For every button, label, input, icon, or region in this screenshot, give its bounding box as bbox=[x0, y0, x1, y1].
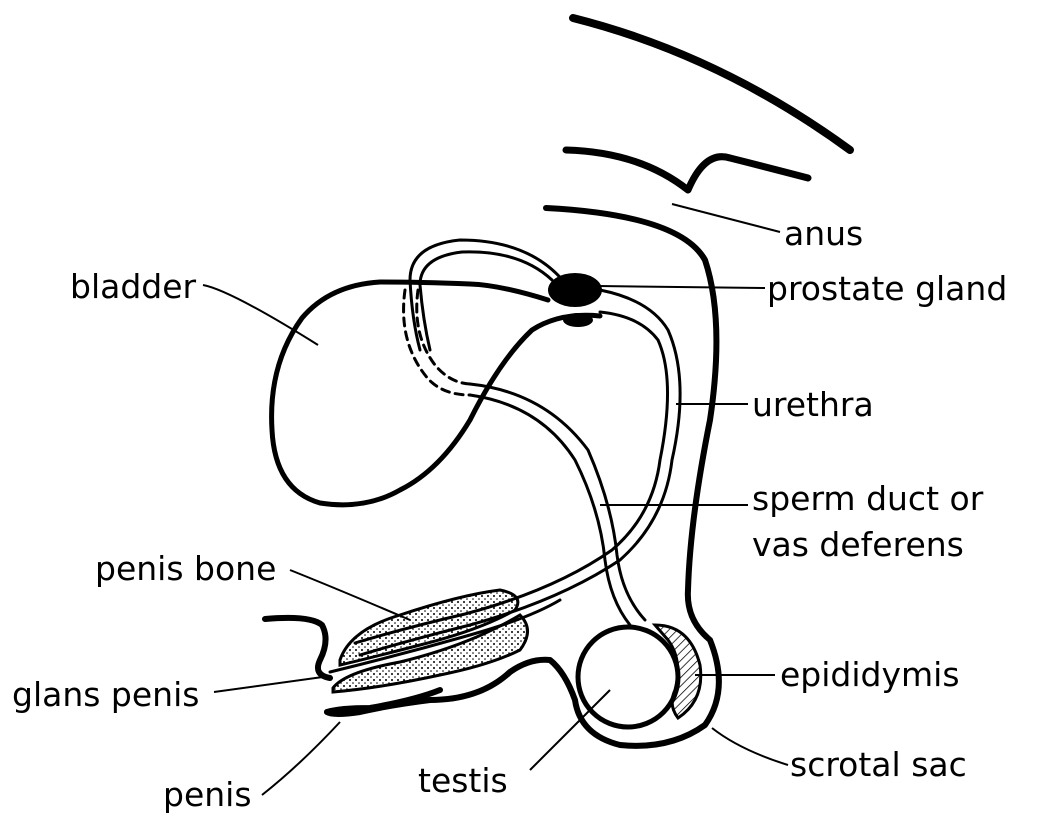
label-anus: anus bbox=[784, 217, 863, 250]
label-epididymis: epididymis bbox=[780, 658, 960, 691]
label-bladder: bladder bbox=[70, 270, 196, 303]
label-penis-bone: penis bone bbox=[95, 552, 276, 585]
prepuce-outline bbox=[265, 618, 330, 678]
label-scrotal-sac: scrotal sac bbox=[790, 748, 967, 781]
prostate-gland-shape bbox=[548, 273, 602, 307]
label-glans-penis: glans penis bbox=[12, 678, 199, 711]
leader-anus bbox=[672, 204, 780, 232]
testis-shape bbox=[578, 627, 678, 727]
label-testis: testis bbox=[418, 764, 508, 797]
label-penis: penis bbox=[163, 778, 252, 811]
leader-scrotal-sac bbox=[712, 728, 788, 765]
label-prostate-gland: prostate gland bbox=[767, 272, 1007, 305]
label-sperm-duct-line1: sperm duct or bbox=[752, 482, 983, 515]
leader-prostate bbox=[598, 286, 765, 288]
tail-outline bbox=[573, 18, 850, 150]
prostate-small-blob bbox=[563, 313, 593, 327]
label-urethra: urethra bbox=[752, 388, 874, 421]
label-sperm-duct-line2: vas deferens bbox=[752, 528, 964, 561]
leader-penis-bone bbox=[290, 570, 410, 620]
bladder-shape bbox=[272, 282, 600, 505]
leader-penis bbox=[262, 722, 340, 795]
leader-glans-penis bbox=[214, 676, 330, 692]
leader-bladder bbox=[203, 285, 318, 345]
leader-testis bbox=[530, 690, 610, 770]
anus-outline bbox=[566, 150, 808, 190]
